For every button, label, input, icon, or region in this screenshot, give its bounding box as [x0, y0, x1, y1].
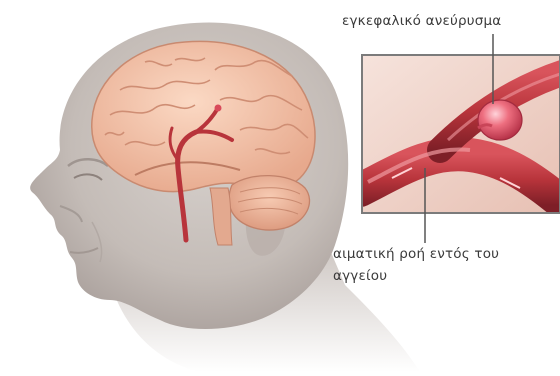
aneurysm-label: εγκεφαλικό ανεύρυσμα	[342, 12, 501, 30]
small-aneurysm-marker	[215, 105, 222, 112]
cerebellum	[229, 176, 310, 230]
blood-flow-label-line2: αγγείου	[333, 265, 499, 287]
blood-flow-label-line1: αιματική ροή εντός του	[333, 243, 499, 265]
aneurysm-bulb	[478, 100, 522, 140]
blood-flow-label: αιματική ροή εντός του αγγείου	[333, 243, 499, 287]
inset-magnification	[360, 55, 560, 213]
